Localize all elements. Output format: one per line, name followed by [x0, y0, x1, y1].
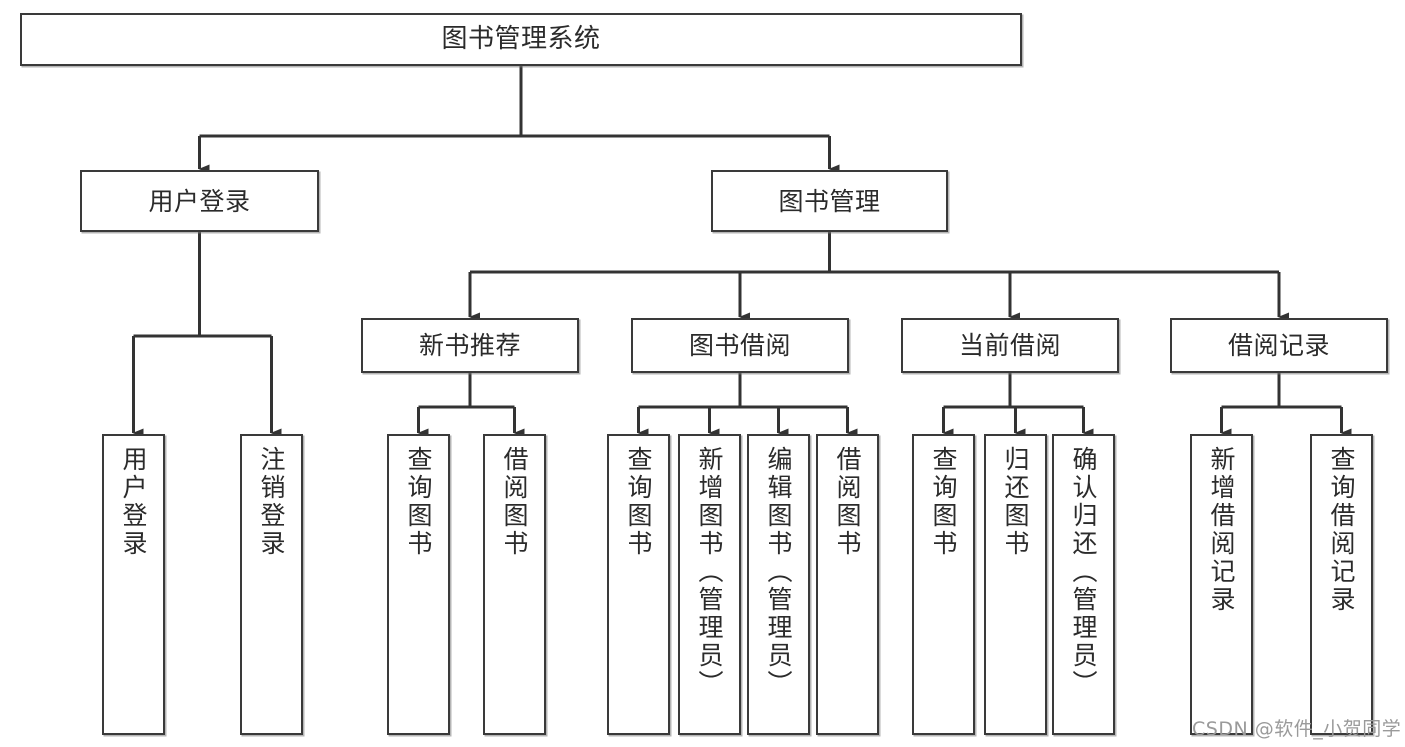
node-borrow-record[interactable]: 借阅记录	[1170, 318, 1388, 373]
node-current-borrow-label: 当前借阅	[958, 331, 1061, 360]
node-leaf-query-book-current[interactable]: 查询图书	[912, 434, 975, 735]
node-leaf-borrow-book-rec[interactable]: 借阅图书	[483, 434, 546, 735]
node-current-borrow[interactable]: 当前借阅	[901, 318, 1119, 373]
node-leaf-return-book-label: 归还图书	[1001, 446, 1030, 558]
node-root[interactable]: 图书管理系统	[20, 13, 1022, 66]
node-leaf-add-book-label: 新增图书（管理员）	[695, 446, 724, 698]
node-user-login[interactable]: 用户登录	[80, 170, 319, 232]
node-user-login-label: 用户登录	[148, 186, 251, 216]
node-root-label: 图书管理系统	[441, 24, 601, 55]
node-book-borrow-label: 图书借阅	[688, 331, 791, 360]
node-borrow-record-label: 借阅记录	[1227, 331, 1330, 360]
node-leaf-borrow-book[interactable]: 借阅图书	[816, 434, 879, 735]
edge-paths	[132, 66, 1352, 438]
node-leaf-edit-book[interactable]: 编辑图书（管理员）	[747, 434, 810, 735]
node-leaf-borrow-book-rec-label: 借阅图书	[500, 446, 529, 558]
node-new-book-rec[interactable]: 新书推荐	[361, 318, 579, 373]
node-leaf-query-record[interactable]: 查询借阅记录	[1310, 434, 1373, 735]
node-leaf-query-book-current-label: 查询图书	[929, 446, 958, 558]
node-leaf-user-logout[interactable]: 注销登录	[240, 434, 303, 735]
node-leaf-query-book-rec-label: 查询图书	[404, 446, 433, 558]
node-leaf-query-record-label: 查询借阅记录	[1327, 446, 1356, 614]
node-leaf-borrow-book-label: 借阅图书	[833, 446, 862, 558]
node-leaf-user-login-label: 用户登录	[119, 446, 148, 558]
node-book-manage[interactable]: 图书管理	[711, 170, 948, 232]
node-new-book-rec-label: 新书推荐	[418, 331, 521, 360]
node-leaf-add-book[interactable]: 新增图书（管理员）	[678, 434, 741, 735]
node-leaf-return-book[interactable]: 归还图书	[984, 434, 1047, 735]
node-leaf-add-record[interactable]: 新增借阅记录	[1190, 434, 1253, 735]
node-leaf-query-book-borrow-label: 查询图书	[624, 446, 653, 558]
node-book-borrow[interactable]: 图书借阅	[631, 318, 849, 373]
node-leaf-confirm-return[interactable]: 确认归还（管理员）	[1052, 434, 1115, 735]
node-leaf-query-book-borrow[interactable]: 查询图书	[607, 434, 670, 735]
node-leaf-edit-book-label: 编辑图书（管理员）	[764, 446, 793, 698]
node-leaf-confirm-return-label: 确认归还（管理员）	[1069, 446, 1098, 698]
csdn-watermark: CSDN @软件_小贺同学	[1192, 718, 1402, 740]
node-leaf-user-login[interactable]: 用户登录	[102, 434, 165, 735]
node-leaf-add-record-label: 新增借阅记录	[1207, 446, 1236, 614]
node-book-manage-label: 图书管理	[778, 186, 881, 216]
node-leaf-user-logout-label: 注销登录	[257, 446, 286, 558]
node-leaf-query-book-rec[interactable]: 查询图书	[387, 434, 450, 735]
